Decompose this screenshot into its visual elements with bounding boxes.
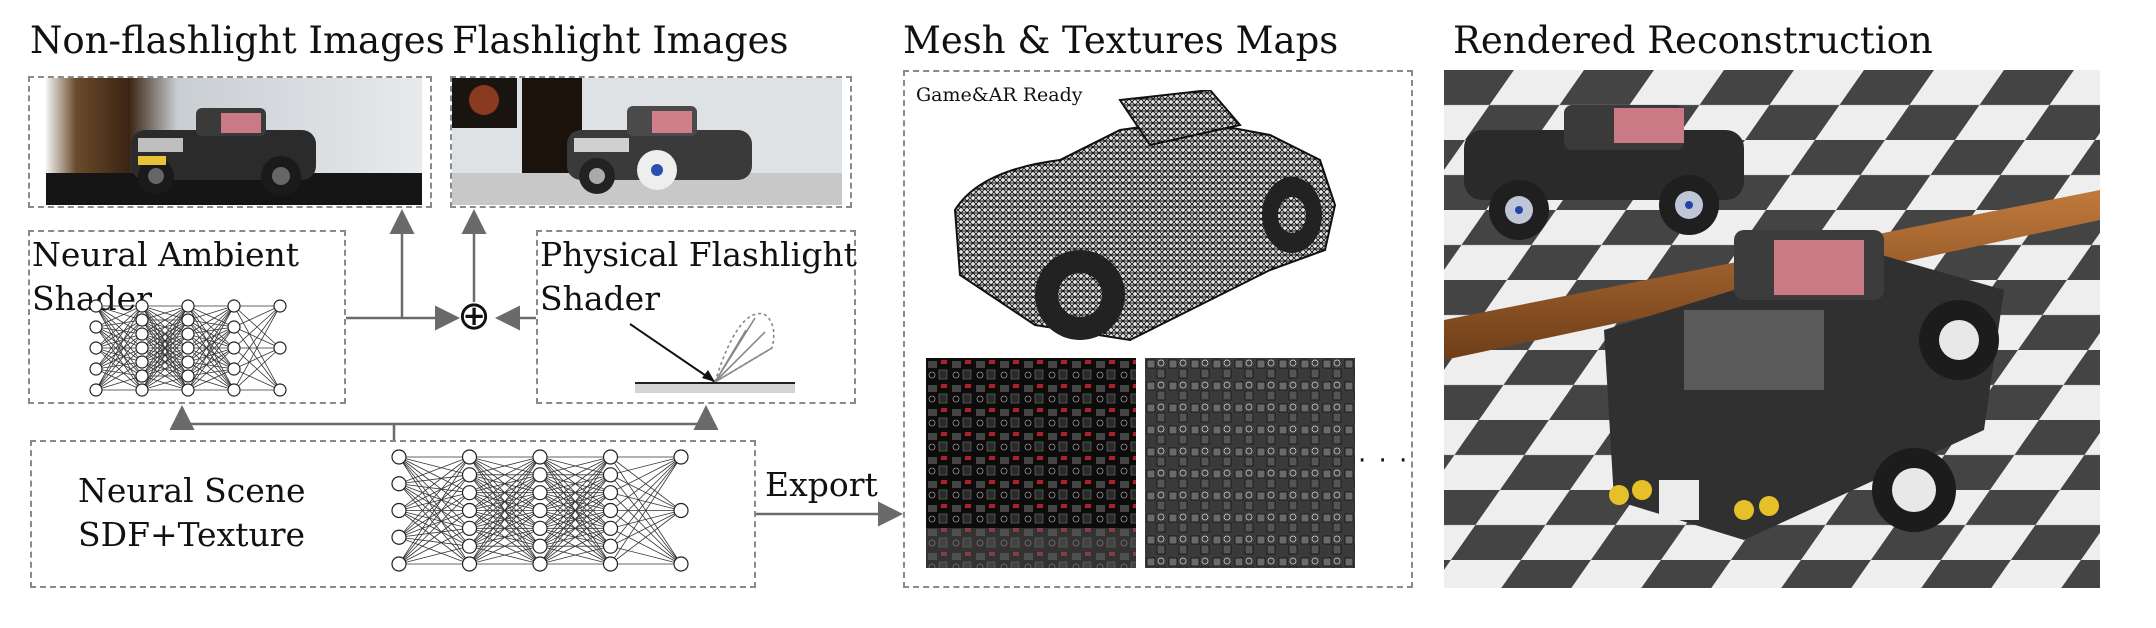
network-node: [135, 313, 149, 327]
non-flashlight-images-box: [28, 76, 432, 208]
non-flashlight-photo: [46, 78, 422, 205]
non-flashlight-images-title: Non-flashlight Images: [30, 19, 445, 62]
network-node: [602, 502, 619, 519]
network-node: [227, 383, 241, 397]
rendered-reconstruction-image: [1444, 70, 2100, 588]
network-node: [532, 538, 548, 554]
flashlight-photo: [452, 78, 842, 205]
neural-scene-box: [30, 440, 756, 588]
network-node: [181, 355, 195, 369]
network-node: [391, 449, 407, 465]
brdf-lobe-diagram: [629, 312, 795, 393]
network-node: [89, 341, 103, 355]
rendered-reconstruction-title: Rendered Reconstruction: [1453, 19, 1933, 62]
more-maps-ellipsis: · · ·: [1358, 446, 1410, 476]
physical-flashlight-shader-label-line2: Shader: [540, 279, 660, 318]
network-node: [461, 556, 478, 572]
network-node: [532, 502, 548, 519]
network-node: [135, 299, 149, 313]
physical-flashlight-shader-box: [536, 230, 856, 404]
neural-ambient-shader-box: [28, 230, 346, 404]
network-node: [391, 529, 407, 545]
neural-ambient-shader-label-line2: Shader: [32, 279, 152, 318]
network-node: [532, 520, 548, 536]
network-node: [181, 299, 195, 313]
network-node: [181, 327, 195, 341]
network-node: [89, 299, 103, 313]
flashlight-images-title: Flashlight Images: [452, 19, 789, 62]
network-node: [135, 341, 149, 355]
network-node: [532, 556, 548, 572]
network-node: [532, 467, 548, 483]
neural-ambient-shader-label-line1: Neural Ambient: [32, 235, 299, 274]
scene-mlp-network-diagram: [391, 449, 689, 572]
flashlight-images-box: [450, 76, 852, 208]
network-node: [181, 313, 195, 327]
network-node: [227, 362, 241, 376]
physical-flashlight-shader-label-line1: Physical Flashlight: [540, 235, 857, 274]
network-node: [602, 556, 619, 572]
network-node: [532, 485, 548, 501]
network-node: [461, 467, 478, 483]
game-ar-ready-tag: Game&AR Ready: [916, 84, 1083, 106]
network-node: [461, 502, 478, 519]
neural-scene-label-line2: SDF+Texture: [78, 515, 306, 554]
network-node: [273, 341, 287, 355]
mesh-textures-box: [903, 70, 1413, 588]
neural-scene-label-line1: Neural Scene: [78, 471, 306, 510]
network-node: [532, 449, 548, 465]
network-node: [391, 502, 407, 519]
normal-texture-map: [1145, 358, 1355, 568]
network-node: [89, 362, 103, 376]
network-node: [89, 320, 103, 334]
ambient-mlp-network-diagram: [89, 299, 287, 397]
network-node: [673, 556, 689, 572]
network-node: [461, 520, 478, 536]
network-node: [602, 449, 619, 465]
network-node: [273, 383, 287, 397]
network-node: [135, 383, 149, 397]
network-node: [673, 502, 689, 519]
network-node: [602, 485, 619, 501]
combine-plus-symbol: ⊕: [457, 293, 491, 339]
network-node: [135, 369, 149, 383]
network-node: [602, 520, 619, 536]
network-node: [673, 449, 689, 465]
network-node: [391, 476, 407, 492]
network-node: [135, 355, 149, 369]
mesh-textures-title: Mesh & Textures Maps: [903, 19, 1339, 62]
network-node: [227, 299, 241, 313]
network-node: [227, 341, 241, 355]
network-node: [602, 467, 619, 483]
network-node: [181, 369, 195, 383]
network-node: [602, 538, 619, 554]
network-node: [461, 485, 478, 501]
network-node: [273, 299, 287, 313]
connector-arrows: [169, 209, 903, 527]
albedo-texture-map: [926, 358, 1136, 568]
network-node: [181, 341, 195, 355]
network-node: [227, 320, 241, 334]
export-label: Export: [765, 465, 878, 504]
network-node: [89, 383, 103, 397]
network-node: [181, 383, 195, 397]
network-node: [391, 556, 407, 572]
network-node: [135, 327, 149, 341]
wireframe-mesh-car: [953, 90, 1337, 342]
network-node: [461, 449, 478, 465]
network-node: [461, 538, 478, 554]
